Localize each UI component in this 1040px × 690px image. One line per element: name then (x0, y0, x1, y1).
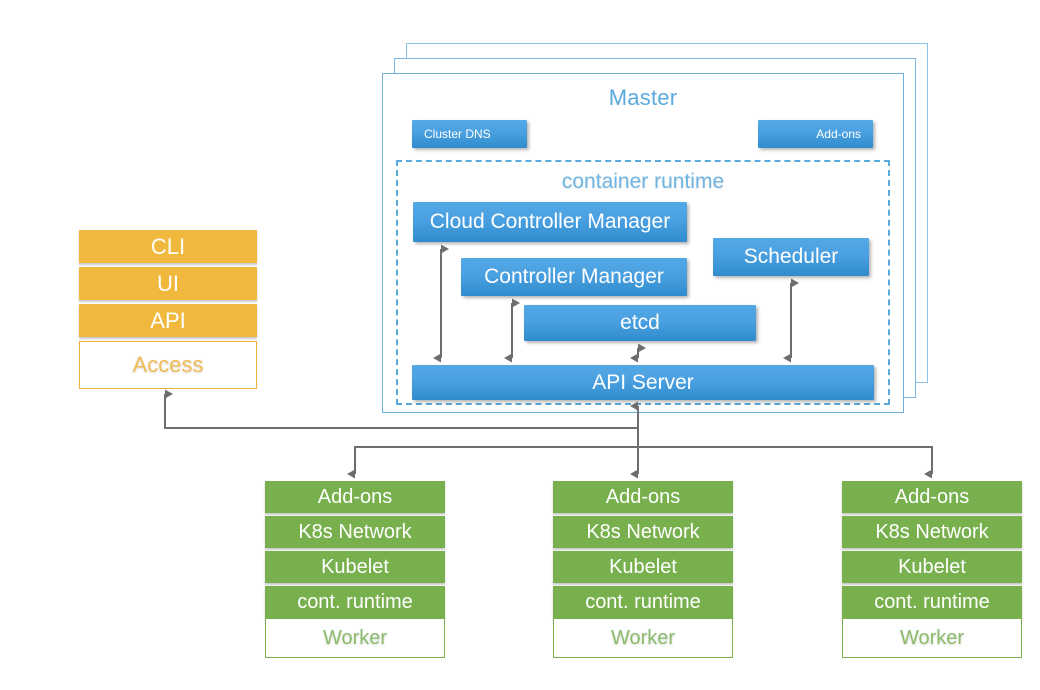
worker-1-layer-kubelet-label: Kubelet (321, 555, 389, 578)
api-server-box[interactable]: API Server (412, 365, 874, 400)
access-layer-api[interactable]: API (79, 304, 257, 337)
worker-3-footer[interactable]: Worker (842, 618, 1022, 658)
scheduler-label: Scheduler (743, 245, 839, 268)
master-addons-label: Add-ons (816, 127, 861, 141)
worker-2-layer-runtime[interactable]: cont. runtime (553, 586, 733, 618)
worker-3-layer-kubelet-label: Kubelet (898, 555, 966, 578)
access-layer-api-label: API (150, 307, 186, 333)
cluster-dns-label: Cluster DNS (424, 127, 491, 141)
container-runtime-title: container runtime (561, 170, 725, 193)
worker-1-layer-runtime[interactable]: cont. runtime (265, 586, 445, 618)
worker-2-layer-kubelet[interactable]: Kubelet (553, 551, 733, 583)
cluster-dns-box[interactable]: Cluster DNS (412, 120, 527, 148)
etcd-label: etcd (620, 311, 660, 334)
access-layer-cli-label: CLI (150, 233, 186, 259)
worker-2-footer-label: Worker (610, 626, 676, 649)
worker-2-layer-kubelet-label: Kubelet (609, 555, 677, 578)
worker-2-layer-runtime-label: cont. runtime (585, 590, 701, 613)
worker-3-layer-runtime[interactable]: cont. runtime (842, 586, 1022, 618)
scheduler-box[interactable]: Scheduler (713, 238, 869, 276)
worker-3-layer-network[interactable]: K8s Network (842, 516, 1022, 548)
worker-3-layer-addons-label: Add-ons (894, 485, 970, 508)
worker-2-layer-network[interactable]: K8s Network (553, 516, 733, 548)
connector-apiserver-to-worker-3 (638, 446, 933, 479)
worker-1-layer-runtime-label: cont. runtime (297, 590, 413, 613)
worker-2-layer-addons-label: Add-ons (605, 485, 681, 508)
access-footer[interactable]: Access (79, 341, 257, 389)
worker-1-layer-kubelet[interactable]: Kubelet (265, 551, 445, 583)
access-layer-ui[interactable]: UI (79, 267, 257, 300)
cloud-controller-manager-label: Cloud Controller Manager (429, 210, 671, 233)
worker-3-layer-kubelet[interactable]: Kubelet (842, 551, 1022, 583)
container-runtime-region (396, 160, 890, 405)
connector-apiserver-to-worker-1 (347, 406, 639, 479)
worker-3-layer-runtime-label: cont. runtime (874, 590, 990, 613)
worker-2-footer[interactable]: Worker (553, 618, 733, 658)
worker-3-layer-network-label: K8s Network (875, 520, 989, 543)
access-layer-ui-label: UI (157, 270, 179, 296)
master-addons-box[interactable]: Add-ons (758, 120, 873, 148)
worker-1-footer[interactable]: Worker (265, 618, 445, 658)
controller-manager-box[interactable]: Controller Manager (461, 258, 687, 296)
cloud-controller-manager-box[interactable]: Cloud Controller Manager (413, 202, 687, 242)
worker-3-footer-label: Worker (899, 626, 965, 649)
worker-1-layer-addons-label: Add-ons (317, 485, 393, 508)
controller-manager-label: Controller Manager (484, 265, 664, 288)
access-footer-label: Access (132, 352, 204, 377)
master-title: Master (608, 85, 678, 110)
access-layer-cli[interactable]: CLI (79, 230, 257, 263)
worker-2-layer-network-label: K8s Network (586, 520, 700, 543)
worker-1-layer-network[interactable]: K8s Network (265, 516, 445, 548)
worker-1-layer-network-label: K8s Network (298, 520, 412, 543)
worker-3-layer-addons[interactable]: Add-ons (842, 481, 1022, 513)
worker-1-layer-addons[interactable]: Add-ons (265, 481, 445, 513)
api-server-label: API Server (592, 370, 694, 394)
etcd-box[interactable]: etcd (524, 305, 756, 341)
worker-1-footer-label: Worker (322, 626, 388, 649)
worker-2-layer-addons[interactable]: Add-ons (553, 481, 733, 513)
